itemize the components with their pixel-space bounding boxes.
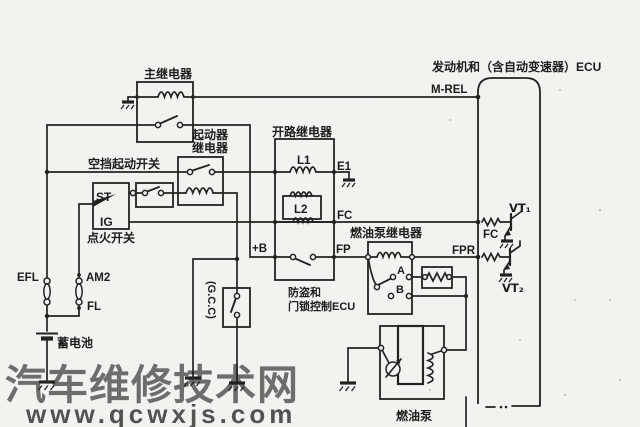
main-relay-label: 主继电器 xyxy=(144,66,193,81)
terminal-fpr xyxy=(475,254,481,260)
wire-pump-ground xyxy=(347,347,379,383)
fc-relay-label: FC xyxy=(337,210,352,222)
ecu-internals xyxy=(426,204,523,283)
gcc-switch-box xyxy=(222,287,251,328)
fpr-label: FPR xyxy=(452,245,476,257)
ig-label: IG xyxy=(100,215,113,229)
fuel-pump-ground xyxy=(337,381,358,393)
watermark: 汽车维修技术网 www.qcwxjs.com xyxy=(5,362,299,427)
engine-ecu-box xyxy=(477,77,541,406)
wire-st-starter-coil xyxy=(128,192,238,294)
vt1-emitter-arrow xyxy=(505,231,511,236)
wires xyxy=(46,96,479,427)
fuse-am2-fl xyxy=(75,277,83,306)
starter-relay-switch xyxy=(190,164,210,172)
e1-label: E1 xyxy=(337,161,352,173)
fuel-pump-relay-label: 燃油泵继电器 xyxy=(350,225,423,240)
pump-housing xyxy=(396,324,425,386)
main-relay-ground xyxy=(119,100,136,111)
am2-label: AM2 xyxy=(86,272,110,284)
anti-theft-label-2: 门锁控制ECU xyxy=(288,299,355,313)
wire-main-relay-to-bplus xyxy=(181,124,292,258)
watermark-site-name: 汽车维修技术网 xyxy=(5,362,299,408)
l1-coil xyxy=(289,166,317,175)
scan-specks xyxy=(429,89,622,397)
fpr-resistor xyxy=(481,251,511,263)
ecu-dash xyxy=(485,405,541,408)
pump-motor-winding xyxy=(425,352,434,384)
anti-theft-fp-switch xyxy=(293,257,311,266)
fc-resistor xyxy=(481,216,512,228)
contact-b-label: B xyxy=(396,284,404,296)
starter-relay-box xyxy=(177,156,224,206)
fuel-pump-symbol xyxy=(385,358,402,378)
watermark-site-url: www.qcwxjs.com xyxy=(25,399,296,427)
anti-theft-label-1: 防盗和 xyxy=(288,285,321,299)
terminal-b-plus xyxy=(272,254,278,260)
main-relay-switch xyxy=(158,115,178,125)
neutral-start-switch-label: 空挡起动开关 xyxy=(88,156,160,171)
fp-label: FP xyxy=(336,244,351,256)
st-terminal xyxy=(129,189,137,197)
wire-gcc-bypass xyxy=(192,258,238,378)
anti-theft-ecu-box xyxy=(274,221,335,281)
vt1-label: VT₁ xyxy=(509,201,531,215)
m-rel-label: M-REL xyxy=(431,84,467,96)
gcc-label: (G.C.C) xyxy=(205,281,217,319)
neutral-start-switch-box xyxy=(135,182,174,208)
fuel-pump-label: 燃油泵 xyxy=(396,408,432,423)
terminal-fc xyxy=(331,219,337,225)
switch-blades xyxy=(93,115,393,313)
l2-inner-box xyxy=(282,195,322,220)
starter-relay-label-2: 继电器 xyxy=(192,140,229,155)
b-plus-label: +B xyxy=(252,243,267,255)
terminal-e1 xyxy=(331,169,337,175)
diagram-labels: 主继电器 起动器 继电器 空挡起动开关 开路继电器 发动机和（含自动变速器）EC… xyxy=(17,59,601,423)
ignition-switch-blade xyxy=(93,194,116,207)
resistor-zigzag xyxy=(426,271,448,283)
starter-relay-coil xyxy=(185,187,215,196)
main-relay-box xyxy=(136,81,194,143)
battery-label: 蓄电池 xyxy=(57,335,93,350)
contact-a-label: A xyxy=(397,265,405,277)
efl-label: EFL xyxy=(17,272,39,284)
ignition-switch-label: 点火开关 xyxy=(87,230,135,245)
fl-label: FL xyxy=(87,301,101,313)
main-relay-coil xyxy=(157,91,185,100)
engine-ecu-label: 发动机和（含自动变速器）ECU xyxy=(431,59,601,74)
fuse-efl xyxy=(43,277,51,306)
neutral-start-switch xyxy=(145,186,160,193)
fuel-pump-relay-coil xyxy=(376,251,402,260)
terminal-fp xyxy=(331,254,337,260)
vt1-ground xyxy=(498,239,515,250)
gcc-switch xyxy=(230,297,237,313)
fuel-pump-relay-blade xyxy=(377,277,393,286)
contacts xyxy=(43,94,481,354)
terminal-m-rel xyxy=(475,94,481,100)
starter-relay-label-1: 起动器 xyxy=(191,127,229,142)
l1-label: L1 xyxy=(297,155,311,167)
vt2-emitter-arrow xyxy=(504,265,510,270)
st-label: ST xyxy=(96,190,112,204)
l2-label: L2 xyxy=(294,204,307,216)
circuit-opening-relay-label: 开路继电器 xyxy=(272,124,333,139)
terminal-fc-ecu xyxy=(475,219,481,225)
e1-ground xyxy=(340,178,357,189)
battery-symbol xyxy=(36,332,58,341)
fc-ecu-label: FC xyxy=(483,229,498,241)
component-boxes xyxy=(92,77,541,409)
vt2-label: VT₂ xyxy=(502,281,524,295)
